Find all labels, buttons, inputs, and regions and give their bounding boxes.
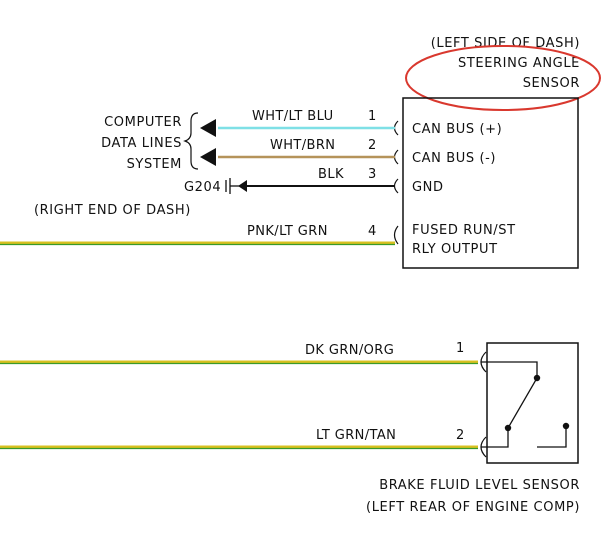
switch-contact-top-icon (533, 374, 541, 382)
pin4-function-line1: FUSED RUN/ST (412, 223, 516, 238)
pin2-function: CAN BUS (-) (412, 151, 496, 166)
switch-contact-bottom-icon (504, 424, 512, 432)
wire-label-dk-grn-org: DK GRN/ORG (305, 343, 394, 358)
pin3-function: GND (412, 180, 444, 195)
brake-sensor-location: (LEFT REAR OF ENGINE COMP) (366, 500, 580, 515)
wire-label-lt-grn-tan: LT GRN/TAN (316, 428, 396, 443)
steering-connector-brackets (393, 120, 399, 245)
pin1-function: CAN BUS (+) (412, 122, 502, 137)
wire-label-blk: BLK (318, 167, 344, 182)
pin3-number: 3 (368, 167, 377, 182)
switch-contact-right-icon (562, 422, 570, 430)
pin4-function-line2: RLY OUTPUT (412, 242, 498, 257)
wire-label-pnk-lt-grn: PNK/LT GRN (247, 224, 328, 239)
ground-symbol-icon (225, 178, 240, 194)
highlight-ellipse (405, 45, 601, 111)
brake-pin1-number: 1 (456, 341, 465, 356)
computer-label-line1: COMPUTER (104, 115, 182, 130)
steering-sensor-box (402, 97, 579, 269)
steering-sensor-location: (LEFT SIDE OF DASH) (431, 36, 580, 51)
pin4-number: 4 (368, 224, 377, 239)
ground-location: (RIGHT END OF DASH) (34, 203, 191, 218)
brake-sensor-box (486, 342, 579, 464)
computer-brace (183, 112, 199, 170)
pin2-number: 2 (368, 138, 377, 153)
steering-sensor-name-line1: STEERING ANGLE (458, 56, 580, 71)
computer-arrow-2-icon (200, 148, 216, 166)
computer-label-line2: DATA LINES (101, 136, 182, 151)
ground-arrow-icon (238, 180, 247, 192)
pin1-number: 1 (368, 109, 377, 124)
wire-label-wht-lt-blu: WHT/LT BLU (252, 109, 334, 124)
computer-arrow-1-icon (200, 119, 216, 137)
computer-label-line3: SYSTEM (127, 157, 182, 172)
brake-connector-brackets (480, 351, 487, 458)
brake-switch-icon (481, 361, 567, 448)
brake-pin2-number: 2 (456, 428, 465, 443)
brake-sensor-name: BRAKE FLUID LEVEL SENSOR (379, 478, 580, 493)
ground-id: G204 (184, 180, 221, 195)
wire-label-wht-brn: WHT/BRN (270, 138, 335, 153)
steering-sensor-name-line2: SENSOR (523, 76, 580, 91)
